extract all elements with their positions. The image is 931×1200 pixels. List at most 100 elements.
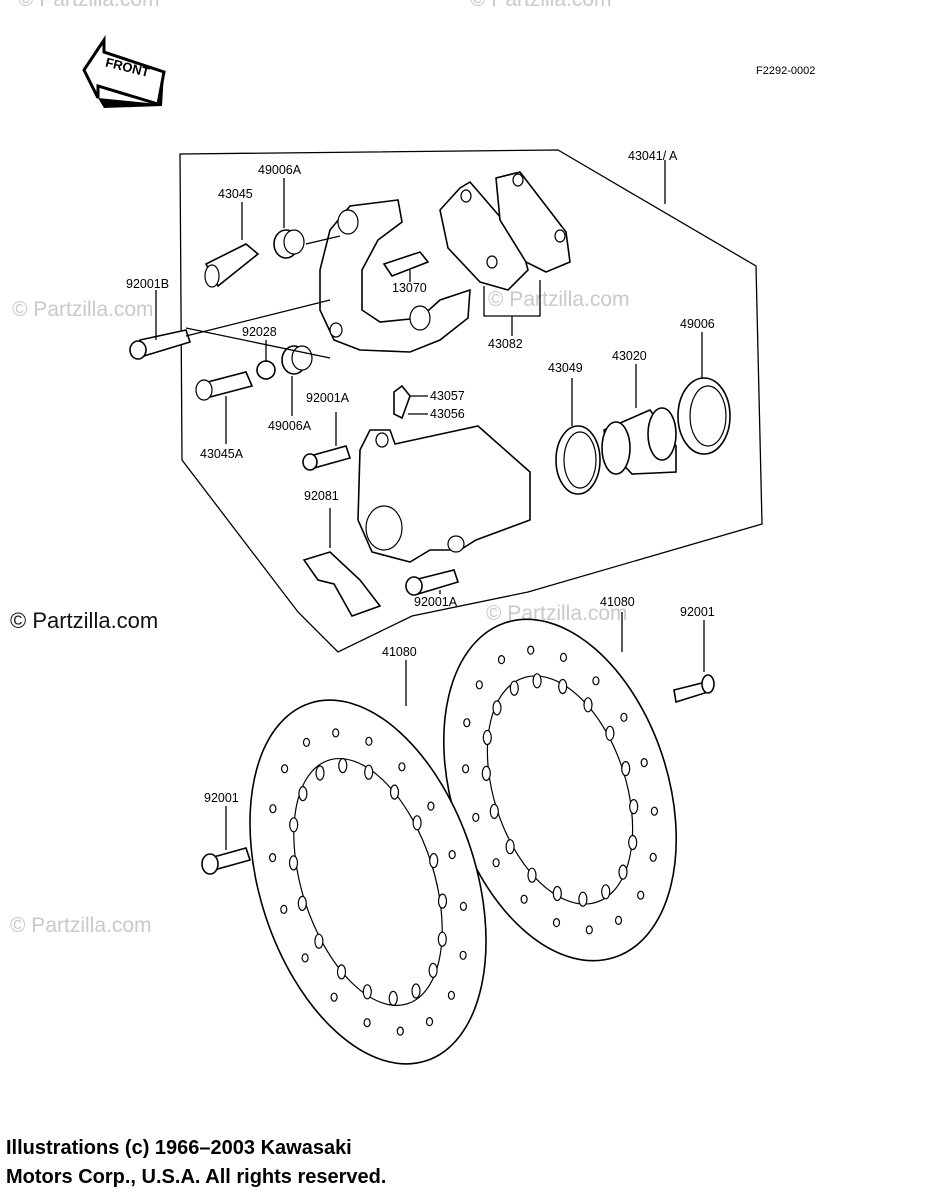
- watermark: © Partzilla.com: [488, 288, 630, 311]
- label-92001B: 92001B: [126, 277, 169, 291]
- caliper-bracket: [319, 199, 471, 353]
- label-49006A-top: 49006A: [258, 163, 302, 177]
- label-92001A-lower: 92001A: [414, 595, 458, 609]
- vent-hole: [301, 953, 309, 963]
- label-49006A-bottom: 49006A: [268, 419, 312, 433]
- vent-hole: [388, 990, 398, 1007]
- vent-hole: [412, 815, 422, 831]
- label-41080-right: 41080: [600, 595, 635, 609]
- label-92028: 92028: [242, 325, 277, 339]
- label-92001A-upper: 92001A: [306, 391, 350, 405]
- vent-hole: [411, 983, 421, 999]
- bolt-92001B: [129, 329, 192, 360]
- vent-hole: [298, 785, 308, 802]
- vent-hole: [650, 806, 659, 816]
- vent-hole: [389, 784, 400, 800]
- vent-hole: [269, 804, 277, 814]
- vent-hole: [614, 915, 623, 926]
- slide-pin-bottom: [195, 371, 254, 401]
- vent-hole: [363, 1018, 371, 1028]
- vent-hole: [482, 729, 492, 746]
- label-13070: 13070: [392, 281, 427, 295]
- label-43056: 43056: [430, 407, 465, 421]
- vent-hole: [605, 725, 615, 741]
- vent-hole: [621, 760, 631, 777]
- disc-bolt-right: [673, 674, 715, 704]
- label-43049: 43049: [548, 361, 583, 375]
- vent-hole: [429, 852, 439, 869]
- vent-hole: [428, 962, 438, 979]
- vent-hole: [601, 884, 611, 900]
- diagram-code: F2292-0002: [756, 65, 815, 77]
- copyright-notice: Illustrations (c) 1966–2003 Kawasaki Mot…: [6, 1134, 386, 1192]
- vent-hole: [592, 676, 600, 686]
- vent-hole: [332, 728, 340, 738]
- vent-hole: [618, 864, 628, 880]
- label-43020: 43020: [612, 349, 647, 363]
- vent-hole: [427, 801, 435, 811]
- vent-hole: [365, 736, 373, 746]
- disc-bolt-left: [201, 847, 252, 875]
- brake-disc-left: [249, 699, 487, 1065]
- dust-boot-49006: [677, 377, 731, 455]
- vent-hole: [520, 894, 528, 904]
- vent-hole: [338, 757, 348, 774]
- front-arrow-icon: FRONT: [82, 35, 166, 108]
- vent-hole: [362, 984, 372, 1000]
- vent-hole: [527, 867, 537, 883]
- vent-hole: [302, 737, 311, 748]
- caliper-assembly-outline: [179, 149, 763, 653]
- vent-hole: [459, 950, 467, 960]
- vent-hole: [314, 933, 324, 949]
- label-92001-right: 92001: [680, 605, 715, 619]
- dust-boot-bottom: [281, 345, 313, 375]
- vent-hole: [552, 917, 561, 928]
- vent-hole: [489, 803, 499, 820]
- vent-hole: [578, 891, 588, 907]
- bolt-92001A-upper: [302, 445, 352, 471]
- vent-hole: [532, 673, 542, 689]
- vent-hole: [475, 680, 483, 690]
- sleeve-92028: [256, 360, 276, 380]
- vent-hole: [281, 764, 289, 774]
- vent-hole: [437, 931, 447, 947]
- vent-hole: [628, 834, 638, 851]
- vent-hole: [289, 817, 299, 833]
- watermark: © Partzilla.com: [10, 914, 152, 937]
- label-49006: 49006: [680, 317, 715, 331]
- vent-hole: [336, 964, 347, 980]
- vent-hole: [481, 765, 491, 782]
- vent-hole: [280, 904, 288, 915]
- copyright-line-1: Illustrations (c) 1966–2003 Kawasaki: [6, 1137, 352, 1159]
- vent-hole: [637, 890, 645, 900]
- vent-hole: [583, 697, 593, 713]
- vent-hole: [315, 765, 325, 781]
- vent-hole: [552, 885, 562, 902]
- watermark: © Partzilla.com: [12, 298, 154, 321]
- copyright-line-2: Motors Corp., U.S.A. All rights reserved…: [6, 1166, 387, 1188]
- vent-hole: [269, 852, 277, 863]
- piston-seal: [555, 425, 601, 495]
- vent-hole: [437, 893, 448, 909]
- label-41080-left: 41080: [382, 645, 417, 659]
- label-92081: 92081: [304, 489, 339, 503]
- vent-hole: [559, 652, 568, 663]
- label-43082: 43082: [488, 337, 523, 351]
- vent-hole: [364, 764, 374, 780]
- label-43045A: 43045A: [200, 447, 244, 461]
- vent-hole: [492, 858, 500, 868]
- vent-hole: [558, 678, 568, 695]
- vent-hole: [492, 700, 502, 716]
- slide-pin-top: [204, 243, 260, 288]
- piston: [601, 407, 677, 475]
- vent-hole: [629, 798, 639, 815]
- label-43041: 43041/ A: [628, 149, 678, 163]
- vent-hole: [463, 718, 471, 728]
- brake-disc-right: [442, 618, 678, 962]
- pad-spring: [382, 251, 430, 277]
- vent-hole: [447, 990, 455, 1000]
- vent-hole: [462, 764, 470, 774]
- watermark: © Partzilla.com: [470, 0, 612, 11]
- vent-hole: [640, 757, 648, 768]
- watermark-main: © Partzilla.com: [10, 608, 158, 633]
